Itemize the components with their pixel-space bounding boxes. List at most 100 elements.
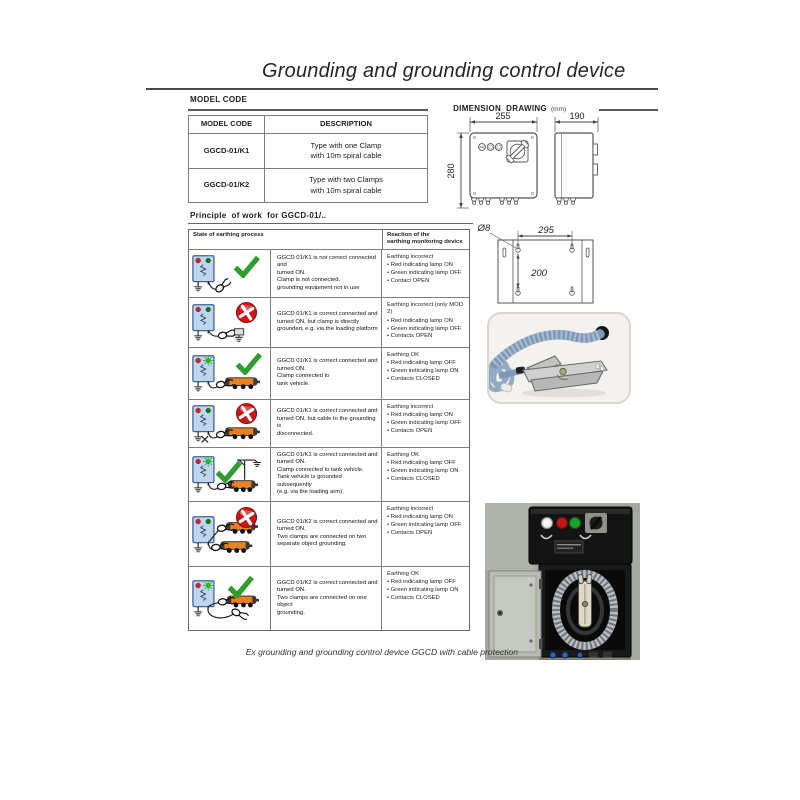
control-device-icon — [192, 304, 215, 341]
cross-mark-icon — [235, 301, 258, 323]
cable-glands-front — [470, 197, 520, 205]
device-photo — [485, 503, 640, 660]
state-icon-cell — [189, 448, 270, 501]
state-description: GGCD 01/K1 is not correct connected and … — [270, 249, 382, 297]
tank-vehicle-icon — [227, 480, 259, 493]
dimension-rule — [599, 109, 658, 111]
dim-hole-diameter-label: Ø8 — [477, 223, 491, 234]
principle-row: GGCD 01/K1 is correct connected and turn… — [189, 447, 469, 502]
dimension-drawing: 255 190 280 — [446, 111, 599, 304]
state-col-header: State of earthing process — [193, 232, 264, 238]
reaction-cell: Earthing OK • Red indicating lamp OFF • … — [382, 348, 469, 399]
model-cell: GGCD-01/K2 — [188, 168, 265, 203]
state-description: GGCD 01/K1 is correct connected and turn… — [270, 347, 382, 399]
check-mark-icon — [235, 352, 263, 376]
principle-heading: Principle of work for GGCD-01/.. — [190, 211, 327, 220]
principle-row: GGCD 01/K1 is not correct connected and … — [189, 249, 469, 298]
state-description: GGCD 01/K2 is correct connected and turn… — [270, 501, 382, 566]
reaction-bullet: • Contacts CLOSED — [387, 375, 440, 382]
state-icon-cell — [189, 567, 270, 630]
state-description: GGCD 01/K2 is correct connected and turn… — [270, 566, 382, 630]
page-title: Grounding and grounding control device — [262, 60, 626, 82]
reaction-bullet: • Contact OPEN — [387, 277, 430, 284]
state-description: GGCD 01/K1 is correct connected and turn… — [270, 297, 382, 347]
earthing-state-icon — [192, 456, 262, 493]
state-icon-cell — [189, 348, 270, 399]
dim-190-label: 190 — [569, 111, 584, 121]
control-device-icon — [192, 580, 215, 617]
control-device-icon — [192, 255, 215, 292]
dimension-unit: (mm) — [550, 106, 567, 113]
description-cell: Type with one Clamp with 10m spiral cabl… — [264, 133, 428, 169]
rotary-switch-drawing — [505, 139, 530, 164]
principle-rule — [188, 223, 473, 225]
stored-clamp-photo — [577, 574, 593, 628]
reaction-bullet: • Green indicating lamp OFF — [387, 270, 462, 277]
reaction-bullet: • Red indicating lamp OFF — [387, 579, 456, 586]
reaction-bullet: • Green indicating lamp ON — [387, 368, 459, 375]
photo-caption: Ex grounding and grounding control devic… — [245, 647, 518, 657]
earthing-state-icon — [192, 355, 260, 392]
reaction-col-header: Reaction of the earthing monitoring devi… — [382, 230, 469, 249]
dim-295-label: 295 — [537, 225, 555, 236]
reaction-bullet: • Green indicating lamp OFF — [387, 522, 462, 529]
dimension-drawing-heading: DIMENSION DRAWING(mm) — [443, 95, 566, 122]
bottom-connectors-photo — [549, 651, 612, 659]
reaction-bullet: • Contacts OPEN — [387, 333, 433, 340]
reaction-bullet: • Green indicating lamp OFF — [387, 325, 462, 332]
reaction-bullet: • Green indicating lamp ON — [387, 587, 459, 594]
reaction-cell: Earthing OK • Red indicating lamp OFF • … — [382, 448, 469, 501]
cross-mark-icon — [235, 506, 258, 528]
reaction-bullet: • Red indicating lamp OFF — [387, 360, 456, 367]
enclosure-side-view — [554, 132, 594, 199]
principle-table: State of earthing process Reaction of th… — [188, 229, 470, 631]
model-code-heading: MODEL CODE — [190, 95, 248, 104]
principle-row: GGCD 01/K1 is correct connected and turn… — [189, 297, 469, 348]
reaction-status: Earthing OK — [387, 351, 420, 358]
earthing-state-icon — [192, 515, 259, 553]
indicator-lamp-drawing — [478, 143, 486, 151]
reaction-bullet: • Red indicating lamp ON — [387, 412, 453, 419]
dim-280-label: 280 — [446, 163, 456, 178]
reaction-cell: Earthing incorrect • Red indicating lamp… — [382, 250, 469, 297]
dim-255-label: 255 — [495, 111, 510, 121]
state-icon-cell — [189, 502, 270, 566]
principle-table-header: State of earthing process Reaction of th… — [189, 230, 469, 250]
reaction-bullet: • Green indicating lamp ON — [387, 468, 459, 475]
model-code-table: MODEL CODE DESCRIPTION GGCD-01/K1 Type w… — [188, 115, 428, 203]
reaction-cell: Earthing incorrect (only MOD 2) • Red in… — [382, 298, 469, 347]
tank-vehicle-icon — [225, 427, 260, 440]
principle-row: GGCD 01/K2 is correct connected and turn… — [189, 566, 469, 630]
check-mark-icon — [233, 255, 261, 279]
principle-row: GGCD 01/K1 is correct connected and turn… — [189, 399, 469, 448]
reaction-status: Earthing incorrect — [387, 403, 434, 410]
description-col-header: DESCRIPTION — [264, 115, 428, 134]
state-description: GGCD 01/K1 is correct connected and turn… — [270, 399, 382, 447]
reaction-bullet: • Contacts OPEN — [387, 427, 433, 434]
cabinet-door-photo — [488, 570, 543, 658]
control-device-icon — [192, 515, 215, 553]
earthing-state-icon — [192, 304, 245, 342]
reaction-status: Earthing OK — [387, 570, 420, 577]
grounding-clamp-photo — [522, 355, 608, 398]
state-icon-cell — [189, 400, 270, 447]
reaction-bullet: • Red indicating lamp OFF — [387, 460, 456, 467]
control-device-icon — [192, 456, 215, 493]
reaction-status: Earthing incorrect — [387, 253, 434, 260]
reaction-cell: Earthing incorrect • Red indicating lamp… — [382, 502, 469, 566]
grounded-platform-icon — [234, 328, 245, 338]
reaction-status: Earthing incorrect (only MOD 2) — [387, 301, 463, 316]
state-description: GGCD 01/K1 is correct connected and turn… — [270, 447, 382, 501]
reaction-bullet: • Red indicating lamp ON — [387, 262, 453, 269]
check-mark-icon — [215, 460, 243, 484]
loading-arm-icon — [236, 459, 258, 480]
dimension-drawing-title: DIMENSION DRAWING — [453, 104, 547, 113]
reaction-bullet: • Contacts CLOSED — [387, 475, 440, 482]
reaction-status: Earthing OK — [387, 451, 420, 458]
mounting-plate-drawing — [497, 239, 594, 304]
spiral-cable-photo — [487, 312, 631, 404]
reaction-bullet: • Red indicating lamp ON — [387, 318, 453, 325]
reaction-cell: Earthing incorrect • Red indicating lamp… — [382, 400, 469, 447]
model-cell: GGCD-01/K1 — [188, 133, 265, 169]
